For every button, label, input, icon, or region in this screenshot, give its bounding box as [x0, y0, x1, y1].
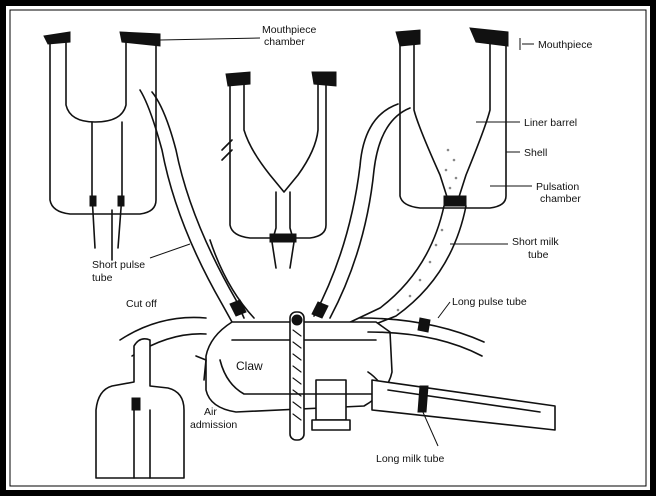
- air-admission-label-1: Air: [204, 406, 217, 418]
- short-milk-tube-label-1: Short milk: [512, 236, 559, 248]
- mouthpiece-chamber-label-2: chamber: [264, 36, 305, 48]
- long-milk-tube-label: Long milk tube: [376, 453, 444, 465]
- mouthpiece-label: Mouthpiece: [538, 39, 592, 51]
- left-teat-cup: [44, 32, 160, 248]
- short-pulse-tube-label-2: tube: [92, 272, 113, 284]
- short-pulse-tube-label-1: Short pulse: [92, 259, 145, 271]
- long-pulse-tube-label: Long pulse tube: [452, 296, 527, 308]
- cut-off-assembly: [96, 317, 206, 478]
- mouthpiece-chamber-label-1: Mouthpiece: [262, 24, 316, 36]
- liner-barrel-label: Liner barrel: [524, 117, 577, 129]
- cut-off-label: Cut off: [126, 298, 157, 310]
- pulsation-chamber-label-1: Pulsation: [536, 181, 579, 193]
- shell-label: Shell: [524, 147, 547, 159]
- center-teat-cup: [222, 72, 336, 268]
- air-admission-label-2: admission: [190, 419, 237, 431]
- pulsation-chamber-label-2: chamber: [540, 193, 581, 205]
- long-milk-tube: [372, 380, 555, 430]
- claw-label: Claw: [236, 359, 263, 373]
- short-milk-tube-label-2: tube: [528, 249, 549, 261]
